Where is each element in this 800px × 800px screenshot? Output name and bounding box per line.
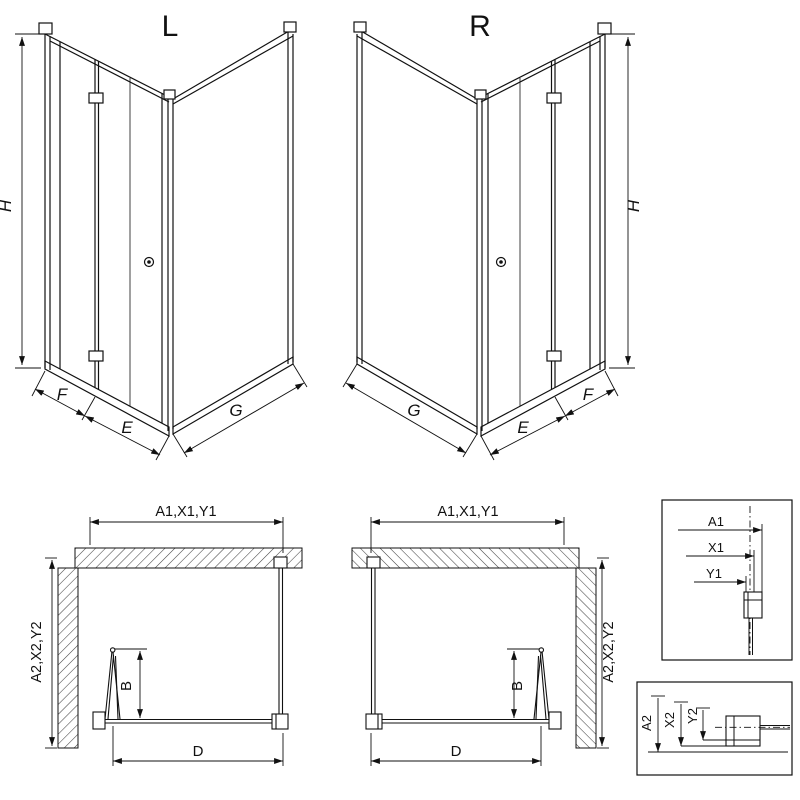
detail-y2-label: Y2 [685,708,700,724]
hinge-top [88,92,104,104]
folded-door-leaf-1 [104,650,113,720]
front-top-frame [44,33,170,98]
plan-width-label-left: A1,X1,Y1 [155,504,216,520]
height-label-left: H [0,199,15,212]
perspective-left-geometry [15,21,308,461]
fixed-width-label-right: F [583,385,595,404]
door-wall-profile [92,711,106,730]
wall-attach-profile [273,556,288,569]
side-width-dimension-line [183,382,305,454]
wall-top [74,547,303,569]
detail-y1-label: Y1 [706,566,722,581]
detail-box-border [661,499,793,661]
plan-depth-label-left: A2,X2,Y2 [29,621,45,682]
wall-side [57,567,79,749]
hinge-bottom [88,350,104,362]
front-top-frame-inner [49,40,170,103]
door-width-label-left: E [121,418,133,437]
plan-entry-label-right: D [451,743,462,760]
wall-profile-cap [38,22,53,35]
detail-a2-label: A2 [639,715,654,731]
plan-fold-label-left: B [118,681,135,691]
plan-right-geometry [352,517,609,766]
plan-depth-label-right: A2,X2,Y2 [601,621,617,682]
side-width-label-left: G [229,401,242,420]
plan-entry-label-left: D [193,743,204,760]
corner-post-cap [163,89,176,100]
detail-a1-label: A1 [708,514,724,529]
folded-door-leaf-1-inner [107,654,115,720]
door-knob-center [147,260,151,264]
door-width-dimension-line [84,415,161,456]
height-label-right: H [624,199,643,212]
detail-x1-label: X1 [708,540,724,555]
plan-dimension-lines [45,517,284,766]
variant-right-label: R [469,10,491,43]
fixed-width-dimension-line [34,388,86,417]
sill-profile-section [725,715,761,747]
side-width-label-right: G [407,401,420,420]
detail-sill-profile [636,681,793,776]
plan-left-geometry [45,517,303,766]
far-profile-cap [283,21,297,33]
door-width-label-right: E [517,418,529,437]
plan-fold-label-right: B [509,681,526,691]
variant-left-label: L [162,10,179,43]
side-top-frame-inner [172,35,294,105]
plan-width-label-right: A1,X1,Y1 [437,504,498,520]
dimension-lines [15,33,308,461]
side-sill [172,355,294,436]
fixed-width-label-left: F [57,385,69,404]
detail-wall-profile [661,499,793,661]
corner-post-plan [271,713,289,730]
detail-x2-label: X2 [662,712,677,728]
folded-door-leaf-2-inner [114,655,119,720]
fold-pivot [109,647,116,653]
detail-box-border [636,681,793,776]
wall-profile-section [743,591,763,619]
side-top-frame [172,30,290,100]
